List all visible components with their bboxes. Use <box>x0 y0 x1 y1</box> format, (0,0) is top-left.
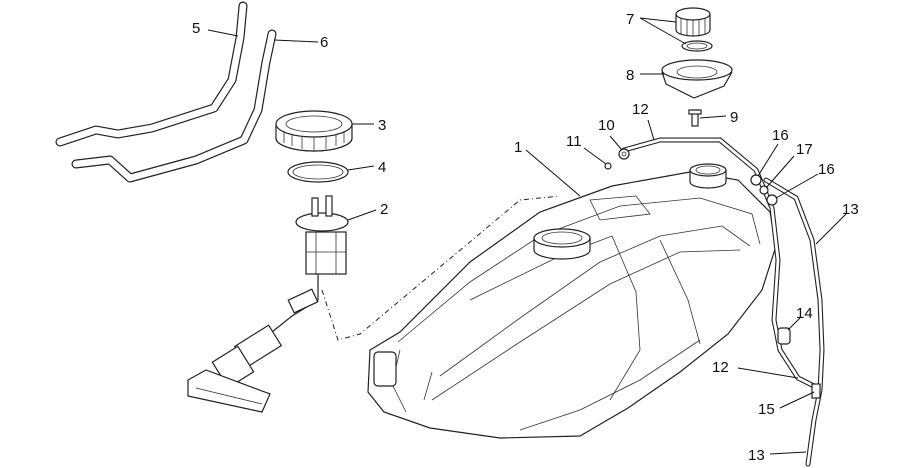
pipe-part-12-upper <box>621 137 821 391</box>
clamp-part-16-lower <box>766 194 778 206</box>
clamp-part-10 <box>618 148 630 160</box>
callout-13-lower: 13 <box>748 447 765 464</box>
callout-4: 4 <box>378 159 386 176</box>
callouts: 5 6 3 4 2 1 7 8 9 10 11 12 16 17 16 13 1… <box>192 11 859 464</box>
filler-cover-part-8 <box>661 59 733 99</box>
valve-part-14 <box>777 327 791 345</box>
callout-3: 3 <box>378 117 386 134</box>
hose-part-13 <box>763 177 825 467</box>
junction-part-15 <box>811 383 821 399</box>
callout-11: 11 <box>566 133 582 150</box>
callout-12-upper: 12 <box>632 101 649 118</box>
washer-part-11 <box>604 162 612 170</box>
phantom-line <box>321 195 561 341</box>
hose-part-5 <box>55 1 248 147</box>
callout-6: 6 <box>320 34 328 51</box>
clamp-part-16-upper <box>750 174 762 186</box>
callout-13-upper: 13 <box>842 201 859 218</box>
callout-9: 9 <box>730 109 738 126</box>
callout-12-lower: 12 <box>712 359 729 376</box>
hose-part-6 <box>71 29 277 183</box>
callout-10: 10 <box>598 117 615 134</box>
callout-14: 14 <box>796 305 813 322</box>
fitting-part-9 <box>688 109 702 127</box>
callout-8: 8 <box>626 67 634 84</box>
callout-16-lower: 16 <box>818 161 835 178</box>
callout-15: 15 <box>758 401 775 418</box>
seal-ring-part-4 <box>287 161 349 183</box>
filler-cap-part-7 <box>675 7 713 52</box>
callout-7: 7 <box>626 11 634 28</box>
leader-lines <box>207 17 847 455</box>
callout-16-upper: 16 <box>772 127 789 144</box>
fuel-tank-part-1 <box>367 163 777 439</box>
callout-1: 1 <box>514 139 522 156</box>
callout-5: 5 <box>192 20 200 37</box>
callout-2: 2 <box>380 201 388 218</box>
fuel-pump-part-2 <box>187 195 349 413</box>
ring-nut-part-3 <box>275 110 353 152</box>
callout-17: 17 <box>796 141 813 158</box>
